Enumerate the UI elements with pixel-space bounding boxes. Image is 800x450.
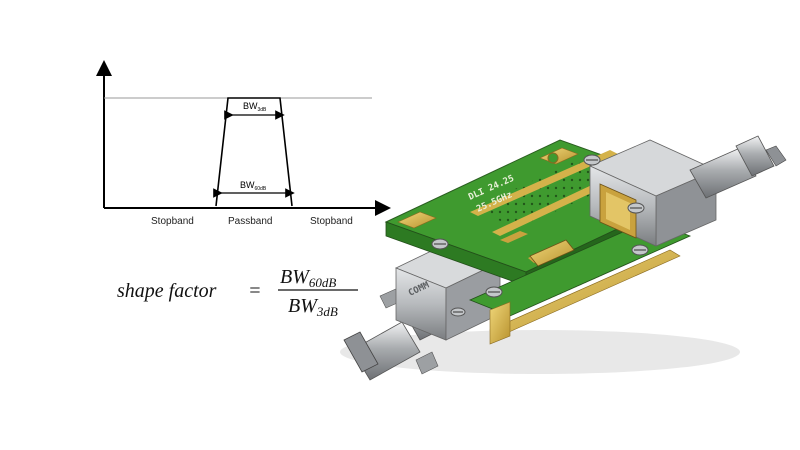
module-shadow bbox=[340, 330, 740, 374]
shape-factor-formula: shape factor = BW60dB BW3dB bbox=[117, 266, 358, 319]
formula-equals: = bbox=[248, 280, 262, 302]
formula-lhs: shape factor bbox=[117, 280, 217, 302]
passband-trapezoid bbox=[215, 97, 293, 207]
bw-60db-label: BW60dB bbox=[240, 180, 267, 192]
passband-label: Passband bbox=[228, 216, 272, 227]
filter-response-diagram: BW3dB BW60dB Stopband Passband Stopband bbox=[96, 60, 391, 227]
bw-3db-label: BW3dB bbox=[243, 101, 267, 113]
pcb-lower-strip bbox=[468, 219, 692, 345]
screw-icon bbox=[485, 286, 503, 298]
screw-icon bbox=[450, 307, 466, 317]
screw-icon bbox=[583, 154, 601, 166]
stopband-left-label: Stopband bbox=[151, 216, 194, 227]
right-housing bbox=[589, 139, 717, 247]
bandpass-filter-photo: COMM DLI 24.25 25.5GHz DE880424-SA bbox=[340, 135, 787, 381]
formula-denominator: BW3dB bbox=[288, 295, 338, 319]
right-sma-connector bbox=[689, 135, 787, 199]
tuning-screws bbox=[431, 154, 649, 317]
stopband-right-label: Stopband bbox=[310, 216, 353, 227]
screw-icon bbox=[631, 244, 649, 256]
screw-icon bbox=[627, 202, 645, 214]
formula-numerator: BW60dB bbox=[280, 266, 336, 290]
screw-icon bbox=[431, 238, 449, 250]
